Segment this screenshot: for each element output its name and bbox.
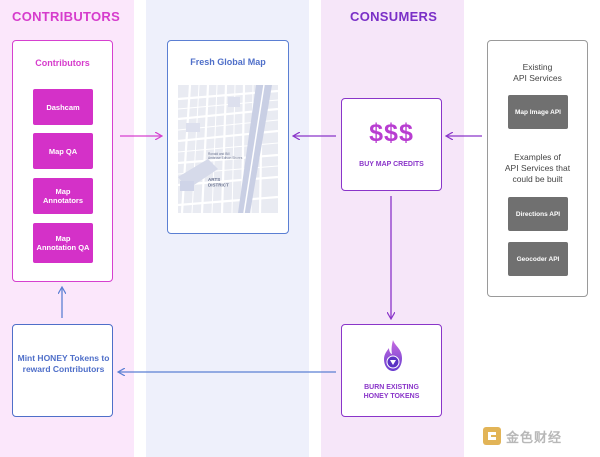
fresh-global-map-box: Fresh Global Map xyxy=(167,40,289,234)
map-place-label: Ronald and Bill Ambrose Edison Shores xyxy=(208,152,243,160)
map-annotation-qa-item: Map Annotation QA xyxy=(33,223,93,263)
map-annotators-item: Map Annotators xyxy=(33,178,93,214)
burn-honey-tokens-label: BURN EXISTING HONEY TOKENS xyxy=(363,384,420,401)
directions-api-item: Directions API xyxy=(508,197,568,231)
buy-map-credits-label: BUY MAP CREDITS xyxy=(359,161,424,168)
honey-flame-icon xyxy=(384,340,402,371)
api-services-box: Existing API Services Map Image API Exam… xyxy=(487,40,588,297)
mint-honey-tokens-label: Mint HONEY Tokens to reward Contributors xyxy=(17,353,110,375)
existing-api-heading: Existing API Services xyxy=(513,62,562,84)
burn-honey-tokens-box: BURN EXISTING HONEY TOKENS xyxy=(341,324,442,417)
map-heading: Fresh Global Map xyxy=(190,57,266,67)
contributors-box: Contributors Dashcam Map QA Map Annotato… xyxy=(12,40,113,282)
street-map-image: Ronald and Bill Ambrose Edison Shores AR… xyxy=(178,85,278,213)
example-api-heading: Examples of API Services that could be b… xyxy=(504,152,571,185)
watermark-logo-icon xyxy=(483,427,501,445)
watermark: 金色财经 xyxy=(482,424,562,448)
contributors-heading: Contributors xyxy=(35,58,90,68)
mint-honey-tokens-box: Mint HONEY Tokens to reward Contributors xyxy=(12,324,113,417)
consumers-section-title: CONSUMERS xyxy=(350,9,438,24)
arts-district-label: ARTS DISTRICT xyxy=(208,177,229,188)
dashcam-item: Dashcam xyxy=(33,89,93,125)
watermark-text: 金色财经 xyxy=(506,429,563,445)
buy-map-credits-box: $$$ BUY MAP CREDITS xyxy=(341,98,442,191)
map-image-api-item: Map Image API xyxy=(508,95,568,129)
contributors-section-title: CONTRIBUTORS xyxy=(12,9,121,24)
map-qa-item: Map QA xyxy=(33,133,93,169)
dollar-signs: $$$ xyxy=(369,119,414,147)
geocoder-api-item: Geocoder API xyxy=(508,242,568,276)
